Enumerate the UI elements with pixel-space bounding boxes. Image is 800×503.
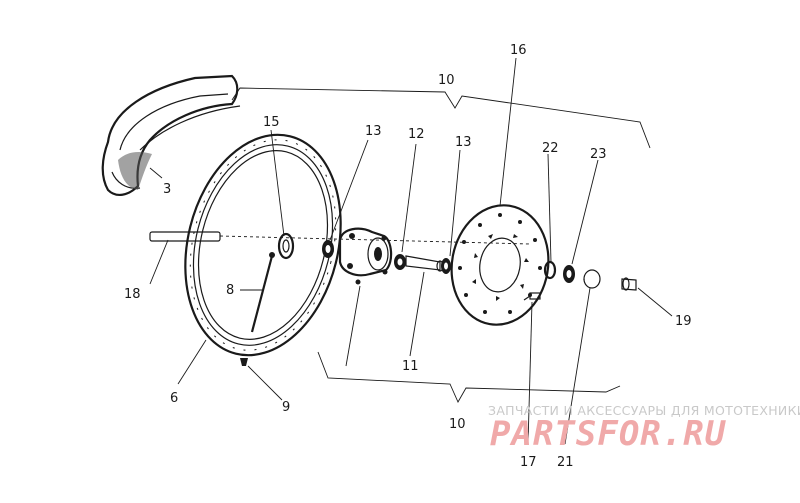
bearing-right bbox=[441, 258, 451, 274]
callout-11: 11 bbox=[402, 359, 419, 374]
callout-19: 19 bbox=[675, 314, 692, 329]
callout-15: 15 bbox=[263, 115, 280, 130]
bearing-23 bbox=[563, 265, 575, 283]
bracket-10-top bbox=[231, 87, 651, 149]
bearing-12 bbox=[394, 254, 406, 270]
wheel-hub bbox=[338, 227, 393, 285]
callout-22: 22 bbox=[542, 141, 559, 156]
wheel-rim bbox=[184, 133, 342, 357]
bracket-10-bottom bbox=[317, 351, 621, 403]
callout-13-right: 13 bbox=[455, 135, 472, 150]
watermark-caption: ЗАПЧАСТИ И АКСЕССУАРЫ ДЛЯ МОТОТЕХНИКИ bbox=[488, 403, 800, 418]
callout-13-left: 13 bbox=[365, 124, 382, 139]
callout-18: 18 bbox=[124, 287, 141, 302]
leader-lines bbox=[149, 57, 673, 445]
callout-17: 17 bbox=[520, 455, 537, 470]
callout-16: 16 bbox=[510, 43, 527, 58]
callout-12: 12 bbox=[408, 127, 425, 142]
callout-10-bottom: 10 bbox=[449, 417, 466, 432]
callout-10-top: 10 bbox=[438, 73, 455, 88]
axle-nut bbox=[621, 277, 637, 291]
oil-seal bbox=[543, 260, 557, 280]
spacer-tube bbox=[405, 255, 444, 272]
spoke bbox=[250, 252, 275, 333]
callout-9: 9 bbox=[282, 400, 290, 415]
disc-bolt bbox=[523, 292, 541, 301]
callout-6: 6 bbox=[170, 391, 178, 406]
spacer-ring bbox=[277, 232, 295, 260]
bearing-left bbox=[322, 240, 334, 258]
callout-23: 23 bbox=[590, 147, 607, 162]
axle bbox=[149, 231, 531, 245]
callout-8: 8 bbox=[226, 283, 234, 298]
brake-disc bbox=[450, 204, 550, 326]
watermark-logo: PARTSFOR.RU bbox=[490, 414, 727, 454]
callout-21: 21 bbox=[557, 455, 574, 470]
spoke-nipple bbox=[240, 358, 248, 366]
outer-spacer bbox=[583, 269, 601, 289]
tyre-section bbox=[101, 74, 241, 196]
callout-3: 3 bbox=[163, 182, 171, 197]
